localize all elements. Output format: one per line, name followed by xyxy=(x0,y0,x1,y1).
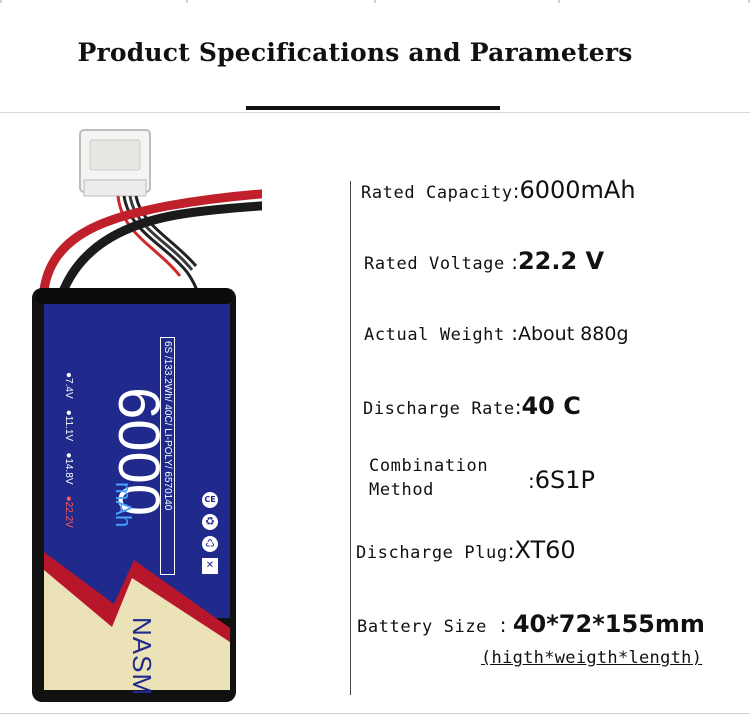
spec-label-line1: Combination xyxy=(369,456,489,476)
ce-mark-icon: CE xyxy=(202,492,218,508)
spec-label: Actual Weight xyxy=(364,325,505,345)
spec-value: About 880g xyxy=(517,323,629,345)
battery-image: 6S /133.2Wh/ 40C/ LI-POLY/ 6570140 6000 … xyxy=(22,122,341,702)
spec-divider xyxy=(350,181,351,695)
voltage-option: ●7.4V xyxy=(63,372,74,399)
spec-value: 6S1P xyxy=(534,466,595,494)
power-wires xyxy=(39,187,295,299)
spec-label: Rated Capacity xyxy=(361,183,513,203)
page-title: Product Specifications and Parameters xyxy=(77,38,633,67)
header-divider xyxy=(0,112,750,113)
spec-row-discharge-plug: Discharge Plug:XT60 xyxy=(356,536,576,564)
spec-row-actual-weight: Actual Weight :About 880g xyxy=(364,321,629,345)
colon: : xyxy=(504,321,518,345)
compliance-icons: CE ♻ ♺ ✕ xyxy=(202,492,218,574)
spec-value: 40*72*155mm xyxy=(512,610,705,638)
battery-size-note: (higth*weigth*length) xyxy=(481,648,703,668)
spec-label: Discharge Rate xyxy=(363,399,515,419)
colon: : xyxy=(504,250,518,274)
battery-illustration xyxy=(32,129,341,702)
battery-recycle-icon: ♺ xyxy=(202,536,218,552)
spec-row-battery-size: Battery Size : 40*72*155mm xyxy=(357,610,705,638)
spec-row-discharge-rate: Discharge Rate:40 C xyxy=(363,392,581,420)
brand-logo: NASM xyxy=(127,617,157,697)
balance-connector xyxy=(79,129,200,295)
title-underline xyxy=(246,106,500,110)
colon: : xyxy=(512,179,520,203)
footer-divider xyxy=(0,713,750,714)
spec-value: 40 C xyxy=(521,392,581,420)
voltage-option: ●22.2V xyxy=(63,495,74,528)
battery-capacity-unit: mAh xyxy=(111,482,136,528)
spec-row-rated-capacity: Rated Capacity:6000mAh xyxy=(361,176,636,204)
spec-label: Battery Size xyxy=(357,617,488,637)
spec-row-rated-voltage: Rated Voltage :22.2 V xyxy=(364,247,604,275)
spec-label: Rated Voltage xyxy=(364,254,505,274)
spec-label: Discharge Plug xyxy=(356,543,508,563)
no-bin-icon: ✕ xyxy=(202,558,218,574)
top-border-ticks xyxy=(0,0,750,3)
voltage-options: ●7.4V ●11.1V ●14.8V ●22.2V xyxy=(63,372,74,528)
voltage-option: ●11.1V xyxy=(63,409,74,442)
lightning-stripe xyxy=(44,552,230,642)
spec-value: 6000mAh xyxy=(519,176,636,204)
spec-value: 22.2 V xyxy=(517,247,605,275)
colon: : xyxy=(514,395,522,419)
spec-row-combination-method: Combination Method xyxy=(369,456,488,500)
colon: : xyxy=(507,539,515,563)
colon: : xyxy=(487,613,513,637)
recycle-icon: ♻ xyxy=(202,514,218,530)
spec-label-line2: Method xyxy=(369,480,435,500)
spec-value: XT60 xyxy=(514,536,576,564)
spec-value-combination: :6S1P xyxy=(528,466,595,494)
voltage-option: ●14.8V xyxy=(63,452,74,485)
colon: : xyxy=(528,469,535,493)
